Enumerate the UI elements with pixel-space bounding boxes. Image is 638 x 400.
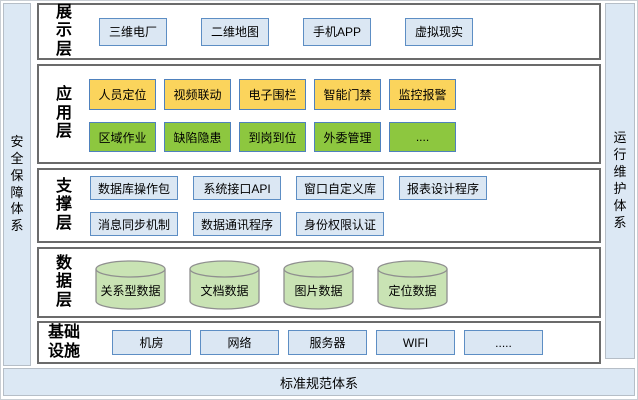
database-cylinder-icon: [377, 259, 448, 310]
display-box-2d-map: 二维地图: [201, 17, 269, 46]
layer-data-label-col: 数据层: [39, 249, 89, 316]
infrastructure-box-row: 机房 网络 服务器 WIFI .....: [89, 323, 599, 362]
infra-box-wifi: WIFI: [376, 330, 455, 355]
support-box-custom-window: 窗口自定义库: [296, 176, 384, 200]
standard-specification-bar: 标准规范体系: [3, 368, 635, 396]
support-box-data-comm: 数据通讯程序: [193, 212, 281, 236]
layer-display-panel: 展示层 三维电厂 二维地图 手机APP 虚拟现实: [37, 3, 601, 60]
app-box-smart-access: 智能门禁: [314, 79, 381, 110]
app-box-outsourcing-mgmt: 外委管理: [314, 122, 381, 152]
support-box-row-1: 数据库操作包 系统接口API 窗口自定义库 报表设计程序: [90, 176, 599, 200]
layer-application-label-col: 应用层: [39, 66, 89, 162]
cylinder-document-data: 文档数据: [189, 259, 260, 310]
display-box-3d-plant: 三维电厂: [99, 17, 167, 46]
layer-infrastructure-label-col: 基础设施: [39, 323, 89, 362]
database-cylinder-icon: [95, 259, 166, 310]
cylinder-positioning-data: 定位数据: [377, 259, 448, 310]
operation-maintenance-label: 运行维护体系: [613, 130, 627, 230]
app-box-video-linkage: 视频联动: [164, 79, 231, 110]
cylinder-document-data-label: 文档数据: [200, 283, 249, 298]
operation-maintenance-sidebar: 运行维护体系: [605, 3, 635, 359]
database-cylinder-icon: [283, 259, 354, 310]
infra-box-network: 网络: [200, 330, 279, 355]
application-box-row-1: 人员定位 视频联动 电子围栏 智能门禁 监控报警: [89, 79, 599, 110]
cylinder-image-data: 图片数据: [283, 259, 354, 310]
layer-display-label: 展示层: [55, 3, 72, 58]
layer-infrastructure-panel: 基础设施 机房 网络 服务器 WIFI .....: [37, 321, 601, 364]
layer-support-label: 支撑层: [55, 177, 72, 232]
support-box-system-api: 系统接口API: [193, 176, 281, 200]
display-box-mobile-app: 手机APP: [303, 17, 371, 46]
layer-support-panel: 支撑层 数据库操作包 系统接口API 窗口自定义库 报表设计程序 消息同步机制 …: [37, 168, 601, 243]
layer-data-panel: 数据层 关系型数据 文档数据: [37, 247, 601, 318]
layer-infrastructure-label: 基础设施: [47, 324, 80, 360]
standard-specification-label: 标准规范体系: [279, 375, 358, 391]
infra-box-ellipsis: .....: [464, 330, 543, 355]
cylinder-positioning-data-label: 定位数据: [388, 283, 437, 298]
infra-box-machine-room: 机房: [112, 330, 191, 355]
application-box-row-2: 区域作业 缺陷隐患 到岗到位 外委管理 ....: [89, 122, 599, 152]
display-box-virtual-reality: 虚拟现实: [405, 17, 473, 46]
app-box-ellipsis: ....: [389, 122, 456, 152]
cylinder-image-data-label: 图片数据: [294, 283, 343, 298]
data-cylinder-row: 关系型数据 文档数据 图片数据: [89, 249, 599, 316]
app-box-area-operation: 区域作业: [89, 122, 156, 152]
app-box-defect-hazard: 缺陷隐患: [164, 122, 231, 152]
layer-support-label-col: 支撑层: [39, 170, 89, 241]
support-box-row-2: 消息同步机制 数据通讯程序 身份权限认证: [90, 212, 599, 236]
display-box-row: 三维电厂 二维地图 手机APP 虚拟现实: [89, 5, 599, 58]
infra-box-server: 服务器: [288, 330, 367, 355]
layer-application-label: 应用层: [55, 86, 72, 141]
cylinder-relational-data-label: 关系型数据: [100, 283, 161, 298]
cylinder-relational-data: 关系型数据: [95, 259, 166, 310]
support-box-report-design: 报表设计程序: [399, 176, 487, 200]
layer-display-label-col: 展示层: [39, 3, 89, 58]
security-assurance-sidebar: 安全保障体系: [3, 3, 31, 366]
support-box-db-package: 数据库操作包: [90, 176, 178, 200]
database-cylinder-icon: [189, 259, 260, 310]
security-assurance-label: 安全保障体系: [10, 133, 24, 234]
app-box-monitoring-alarm: 监控报警: [389, 79, 456, 110]
app-box-personnel-positioning: 人员定位: [89, 79, 156, 110]
layer-application-panel: 应用层 人员定位 视频联动 电子围栏 智能门禁 监控报警 区域作业 缺陷隐患 到…: [37, 64, 601, 164]
layer-data-label: 数据层: [55, 254, 72, 309]
support-box-message-sync: 消息同步机制: [90, 212, 178, 236]
support-box-identity-auth: 身份权限认证: [296, 212, 384, 236]
app-box-electronic-fence: 电子围栏: [239, 79, 306, 110]
app-box-on-duty: 到岗到位: [239, 122, 306, 152]
